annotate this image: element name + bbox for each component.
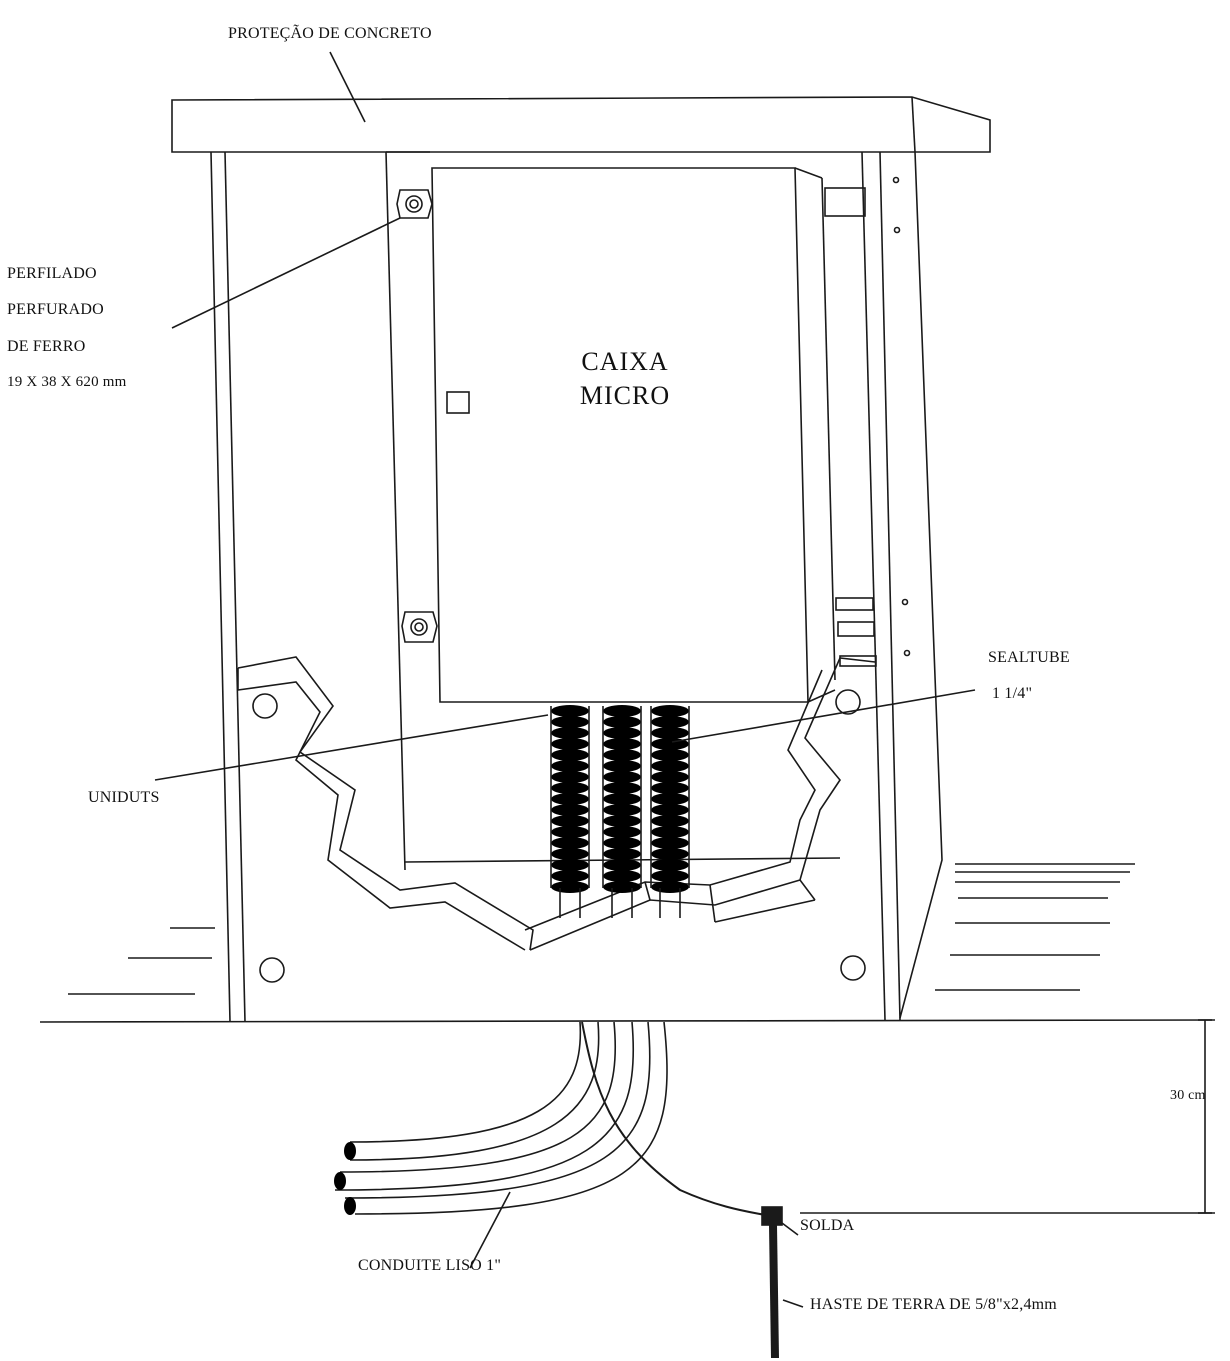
pipe-ring [651,826,689,838]
pipe-ring [603,859,641,871]
pipe-ring [651,749,689,761]
pipe-ring [603,760,641,772]
sealtube-label-line-2: 1 1/4" [992,685,1033,702]
pipe-ring [551,727,589,739]
pipe-ring [603,826,641,838]
sealtube-pipe [550,705,590,918]
conduit-label: CONDUITE LISO 1" [358,1257,502,1274]
pipe-ring [551,705,589,717]
profile-label-line-2: PERFURADO [7,301,104,318]
sealtube-label-line-1: SEALTUBE [988,649,1070,666]
soil-hatching [68,863,1135,995]
profile-label-line-4: 19 X 38 X 620 mm [7,374,127,390]
chamber-outline [237,656,876,983]
pipe-ring [551,848,589,860]
mounting-bolts [396,189,438,643]
sealtube-pipe [650,705,690,918]
pipe-ring [551,771,589,783]
depth-dimension [800,1019,1215,1214]
pipe-ring [551,859,589,871]
sealtube-pipe [602,705,642,918]
pipe-ring [651,881,689,893]
uniduts-label: UNIDUTS [88,789,160,806]
pipe-ring [551,815,589,827]
pipe-ring [603,705,641,717]
pipe-ring [551,760,589,772]
pipe-ring [551,837,589,849]
pipe-ring [651,782,689,794]
box-label-line-1: CAIXA [581,347,669,376]
pipe-ring [651,771,689,783]
pipe-ring [603,782,641,794]
pipe-ring [651,793,689,805]
pipe-ring [603,793,641,805]
pipe-ring [651,859,689,871]
profile-label-line-3: DE FERRO [7,338,86,355]
pipe-ring [651,804,689,816]
pipe-ring [603,716,641,728]
box-label-line-2: MICRO [579,381,671,410]
ground-rod-label: HASTE DE TERRA DE 5/8"x2,4mm [810,1296,1057,1313]
smooth-conduits [334,1021,668,1215]
pipe-ring [651,760,689,772]
pipe-ring [551,738,589,750]
pipe-ring [551,716,589,728]
pipe-ring [603,749,641,761]
pipe-ring [603,848,641,860]
pipe-ring [551,870,589,882]
pipe-ring [603,881,641,893]
pipe-ring [603,771,641,783]
pipe-ring [551,881,589,893]
pipe-ring [603,804,641,816]
pipe-ring [651,727,689,739]
pipe-ring [603,815,641,827]
concrete-slab [171,96,991,153]
pipe-ring [551,793,589,805]
pipe-ring [651,716,689,728]
micro-box [431,167,877,703]
pipe-ring [603,727,641,739]
pipe-ring [651,705,689,717]
pipe-ring [603,738,641,750]
pipe-ring [551,826,589,838]
concrete-protection-label: PROTEÇÃO DE CONCRETO [228,25,432,42]
pipe-ring [603,837,641,849]
support-frame [210,151,943,1023]
pipe-ring [651,837,689,849]
depth-label: 30 cm [1170,1088,1206,1103]
pipe-ring [651,848,689,860]
sealtube-pipes [550,705,690,918]
perforated-profile-holes [892,176,911,657]
profile-label-line-1: PERFILADO [7,265,97,282]
weld-label: SOLDA [800,1217,855,1234]
pipe-ring [551,804,589,816]
ground-line [39,1019,1216,1023]
leader-lines [154,51,976,1308]
ground-wire [581,1021,766,1216]
pipe-ring [551,782,589,794]
ground-rod [761,1206,783,1359]
pipe-ring [603,870,641,882]
pipe-ring [551,749,589,761]
pipe-ring [651,815,689,827]
pipe-ring [651,870,689,882]
